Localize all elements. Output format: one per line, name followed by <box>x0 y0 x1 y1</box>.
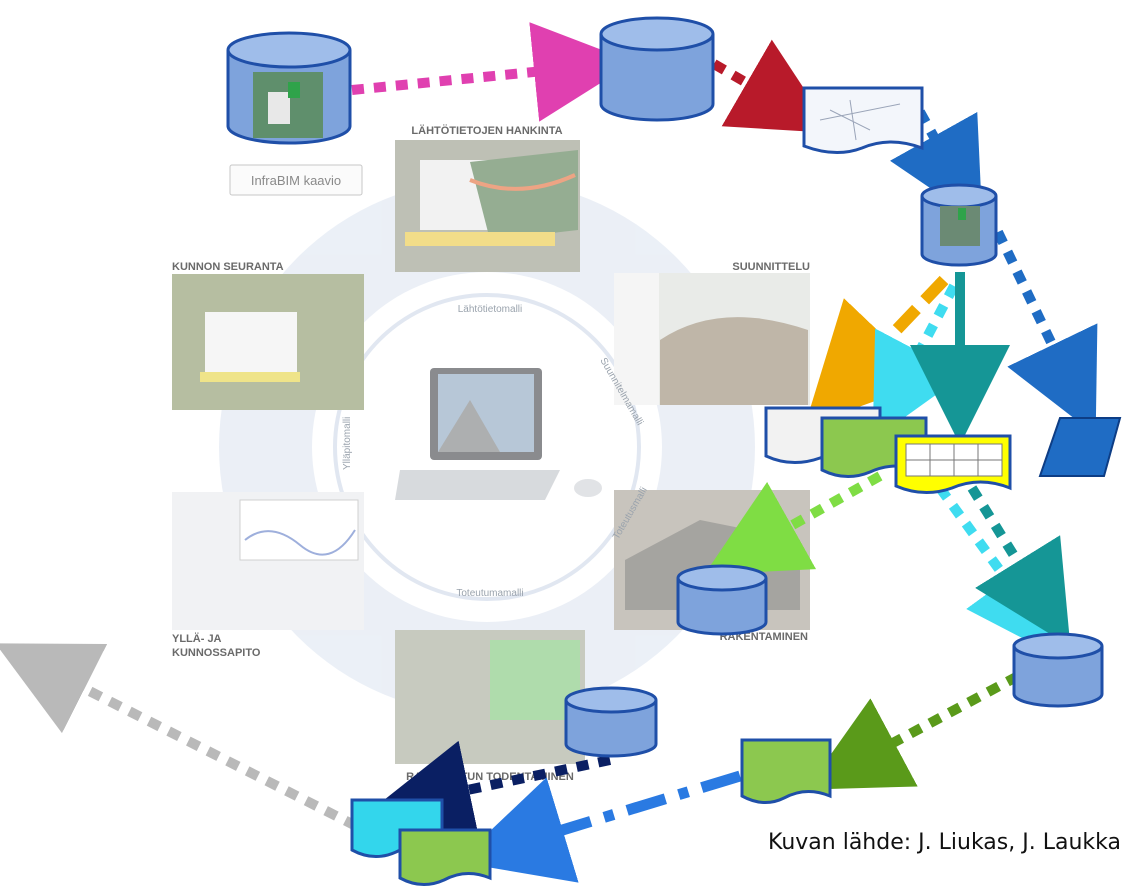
database-6 <box>564 686 658 758</box>
ring-label-source-model: Lähtötietomalli <box>458 304 522 315</box>
infrabim-title: InfraBIM kaavio <box>251 173 341 188</box>
ring-label-asbuilt-model: Toteutumamalli <box>456 588 523 599</box>
database-1 <box>226 31 352 145</box>
phase-label-data-acquisition: LÄHTÖTIETOJEN HANKINTA <box>411 124 562 137</box>
infrabim-label-box: InfraBIM kaavio <box>229 164 363 196</box>
arrow-red <box>711 39 834 134</box>
arrow-grey <box>0 643 359 831</box>
model-ring <box>333 293 641 601</box>
arrow-magenta <box>351 22 634 122</box>
arrow-blue-1 <box>889 109 983 224</box>
document-parallelogram <box>1038 417 1122 477</box>
phase-label-maintenance-line2: KUNNOSSAPITO <box>172 647 261 659</box>
arrow-olive <box>805 671 1021 790</box>
ring-label-maintenance-model: Ylläpitomalli <box>342 417 353 470</box>
document-green-2 <box>740 738 832 804</box>
phase-label-maintenance-line1: YLLÄ- JA <box>172 632 222 645</box>
flow-arrows <box>0 22 1098 883</box>
database-3 <box>920 183 998 267</box>
database-5 <box>1012 632 1104 708</box>
arrow-lightgreen <box>704 471 883 575</box>
database-2 <box>599 16 715 122</box>
phase-label-condition-monitoring: KUNNON SEURANTA <box>172 261 284 273</box>
laptop-image <box>395 368 602 500</box>
arrow-blue-dashdot <box>457 770 742 883</box>
document-design-drawing <box>802 86 924 154</box>
database-4 <box>676 564 768 636</box>
lifecycle-wheel <box>172 140 810 764</box>
image-source-caption: Kuvan lähde: J. Liukas, J. Laukkanen <box>768 830 1122 855</box>
arrow-cyan-1 <box>872 283 964 441</box>
arrow-blue-2 <box>993 229 1098 436</box>
document-yellow-table <box>894 434 1012 494</box>
arrow-orange <box>804 275 949 427</box>
arrow-teal-dashed <box>967 485 1071 647</box>
phase-label-design: SUUNNITTELU <box>732 261 810 273</box>
document-green-3 <box>398 828 492 886</box>
